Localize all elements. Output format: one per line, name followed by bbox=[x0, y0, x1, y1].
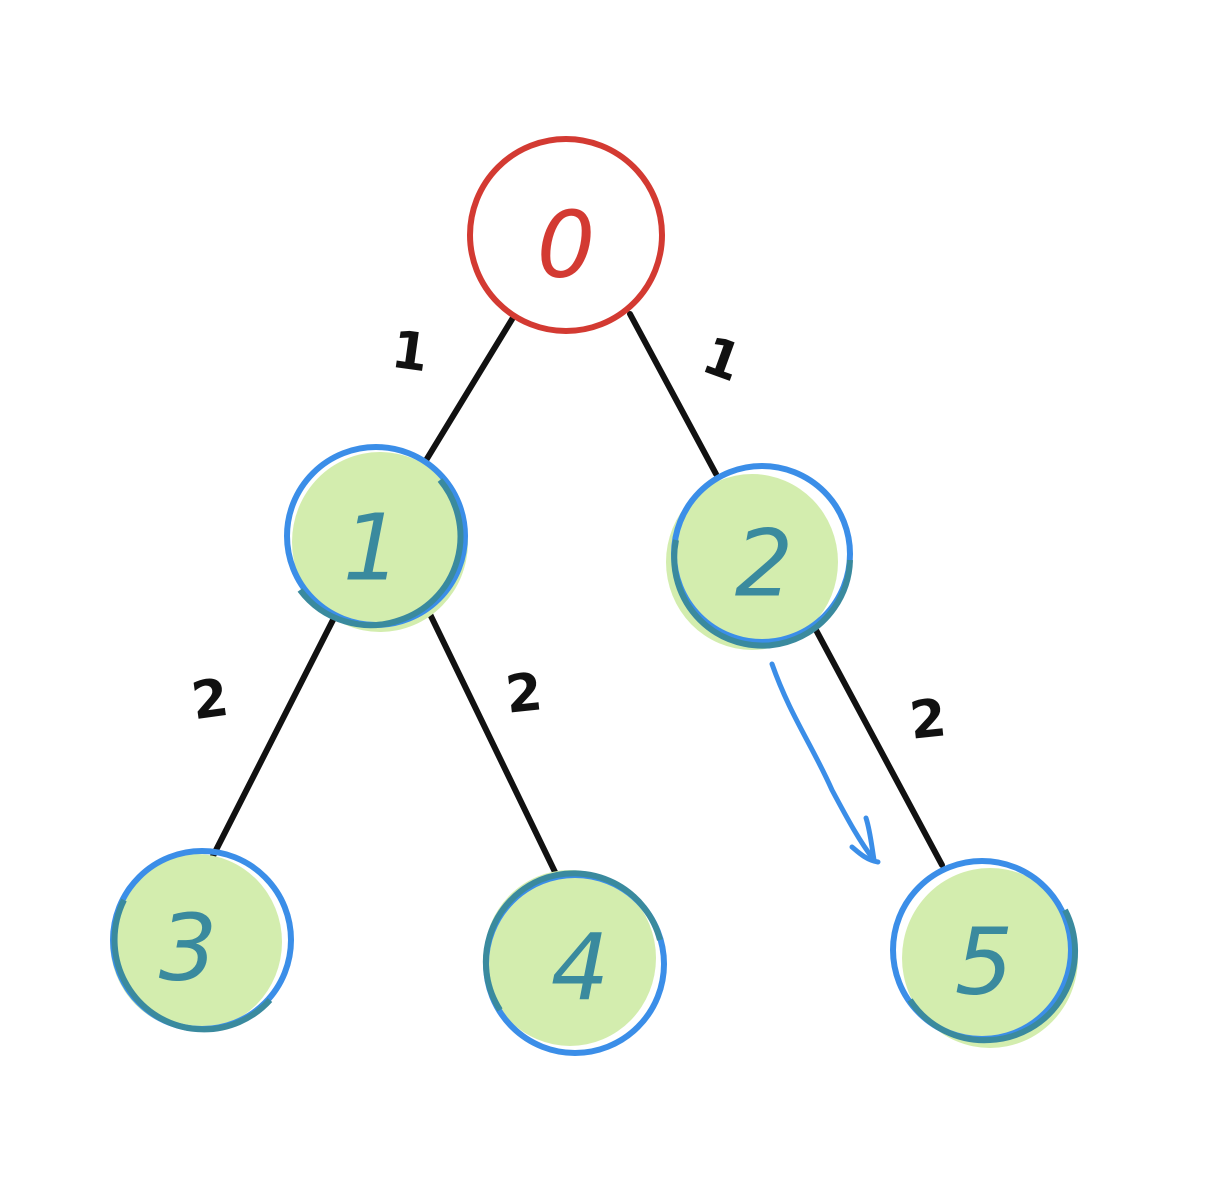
node-3: 3 bbox=[110, 848, 294, 1033]
edge-2-5 bbox=[813, 627, 945, 868]
node-2: 2 bbox=[666, 463, 853, 650]
node-5-label: 5 bbox=[955, 909, 1014, 1016]
node-5-circle-inner bbox=[907, 908, 1078, 1044]
edge-1-3 bbox=[209, 613, 338, 861]
edge-label-0-2: 1 bbox=[695, 326, 750, 395]
node-4-circle-inner bbox=[482, 870, 663, 1012]
node-2-fill bbox=[666, 474, 838, 650]
down-arrow-icon bbox=[769, 661, 877, 863]
node-5: 5 bbox=[890, 858, 1078, 1048]
edge-label-0-1: 1 bbox=[388, 320, 432, 384]
edge-0-2 bbox=[627, 311, 719, 477]
node-0-circle bbox=[467, 136, 665, 334]
node-4-label: 4 bbox=[551, 915, 610, 1022]
edge-label-1-3: 2 bbox=[188, 668, 232, 732]
edge-label-2-5: 2 bbox=[907, 688, 949, 751]
node-5-fill bbox=[902, 868, 1078, 1048]
node-4: 4 bbox=[482, 870, 667, 1056]
arrow-head bbox=[849, 815, 881, 865]
edges bbox=[209, 311, 945, 875]
node-1-fill bbox=[292, 452, 468, 632]
node-2-label: 2 bbox=[735, 511, 794, 618]
node-3-fill bbox=[110, 854, 282, 1030]
node-1-label: 1 bbox=[343, 495, 402, 602]
node-0: 0 bbox=[467, 136, 665, 334]
node-0-label: 0 bbox=[537, 192, 596, 299]
edge-label-1-4: 2 bbox=[503, 662, 545, 725]
edge-labels: 1 1 2 2 2 bbox=[188, 320, 949, 752]
node-4-fill bbox=[484, 870, 656, 1046]
edge-0-1 bbox=[422, 313, 517, 465]
edge-1-4 bbox=[425, 607, 558, 875]
node-1-circle-inner bbox=[297, 478, 464, 629]
node-3-label: 3 bbox=[159, 895, 218, 1002]
traversal-arrow-2-5 bbox=[769, 661, 881, 865]
node-2-circle-inner bbox=[671, 539, 853, 649]
node-1: 1 bbox=[284, 444, 468, 632]
node-3-circle-inner bbox=[111, 898, 273, 1033]
